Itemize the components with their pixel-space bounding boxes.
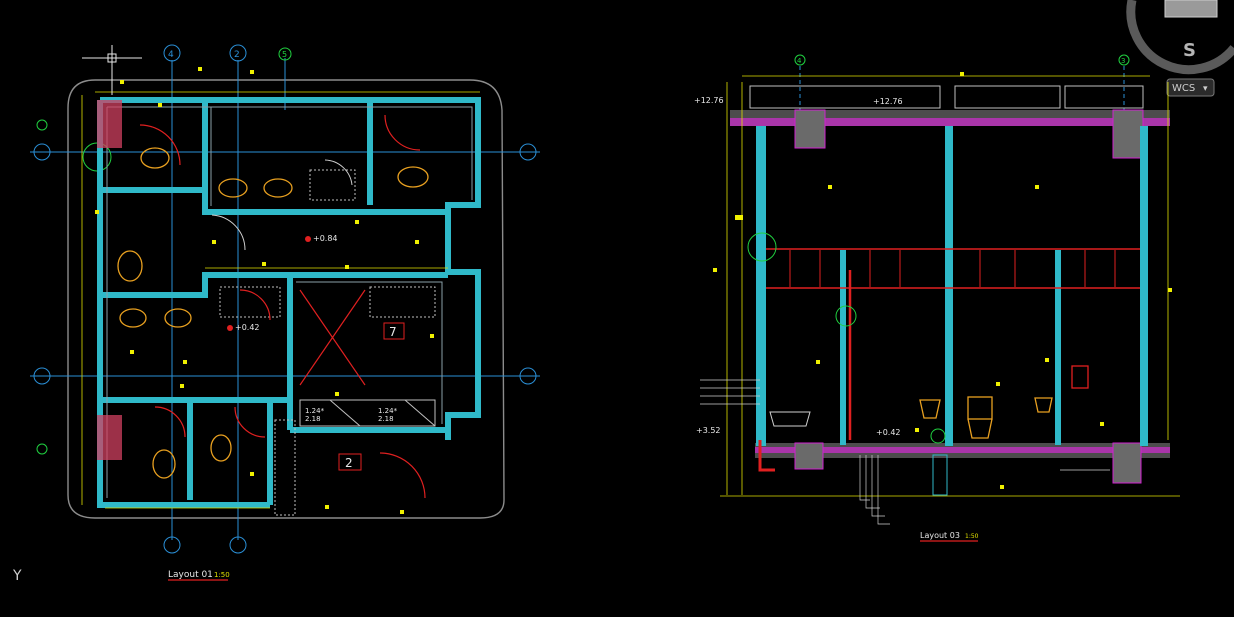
ucs-icon: Y bbox=[12, 568, 22, 584]
section-elevation-top: +12.76 bbox=[694, 96, 724, 105]
column bbox=[97, 415, 122, 460]
section-view[interactable]: 4 3 bbox=[694, 54, 1180, 542]
chevron-down-icon: ▾ bbox=[1203, 84, 1208, 94]
svg-text:2.18: 2.18 bbox=[305, 415, 321, 423]
plan-title: Layout 01 bbox=[168, 570, 213, 580]
viewcube-south-label: S bbox=[1183, 40, 1196, 61]
ucs-y-label: Y bbox=[12, 568, 22, 584]
fixtures bbox=[117, 147, 429, 479]
ceiling-line bbox=[766, 248, 1140, 289]
section-grid-3: 3 bbox=[1121, 57, 1125, 65]
door-swings bbox=[139, 114, 426, 499]
grid-label-4: 4 bbox=[168, 50, 174, 60]
door-tag: 1.24* bbox=[305, 407, 325, 415]
room-tag-2-label: 2 bbox=[345, 456, 353, 470]
wall-hatch bbox=[106, 106, 473, 498]
hatched-counters bbox=[219, 169, 436, 516]
room-tag-7[interactable] bbox=[383, 322, 405, 340]
section-scale: 1:50 bbox=[965, 533, 979, 540]
section-elevation-mid: +3.52 bbox=[696, 426, 721, 435]
dimension-lines bbox=[81, 91, 480, 509]
elevation-marker: +0.42 bbox=[235, 323, 260, 332]
grid-label-5: 5 bbox=[282, 50, 287, 59]
section-walls bbox=[756, 126, 1148, 446]
viewcube[interactable]: S WCS ▾ bbox=[1126, 0, 1234, 97]
section-elevation-floor: +0.42 bbox=[876, 428, 901, 437]
room-tag-2[interactable] bbox=[338, 453, 362, 471]
grip-points bbox=[95, 67, 434, 514]
crosshair-cursor bbox=[82, 45, 142, 95]
leader-lines bbox=[700, 379, 1110, 525]
column bbox=[97, 100, 122, 148]
section-fixtures bbox=[919, 365, 1089, 439]
wcs-label: WCS bbox=[1172, 83, 1195, 94]
floor-plan[interactable]: 4 2 5 bbox=[30, 44, 540, 581]
svg-text:1.24*: 1.24* bbox=[378, 407, 398, 415]
grid-label-2: 2 bbox=[234, 50, 240, 60]
section-dimensions bbox=[720, 75, 1180, 497]
section-title: Layout 03 bbox=[920, 531, 960, 540]
section-grid-4: 4 bbox=[797, 57, 802, 65]
plan-scale: 1:50 bbox=[214, 571, 230, 579]
grid-bubbles bbox=[33, 44, 537, 554]
plan-walls bbox=[97, 97, 481, 508]
svg-text:2.18: 2.18 bbox=[378, 415, 394, 423]
wcs-menu-button[interactable] bbox=[1166, 78, 1215, 97]
elevation-marker: +0.84 bbox=[313, 234, 338, 243]
room-tag-7-label: 7 bbox=[389, 325, 397, 339]
section-elevation-top: +12.76 bbox=[873, 97, 903, 106]
